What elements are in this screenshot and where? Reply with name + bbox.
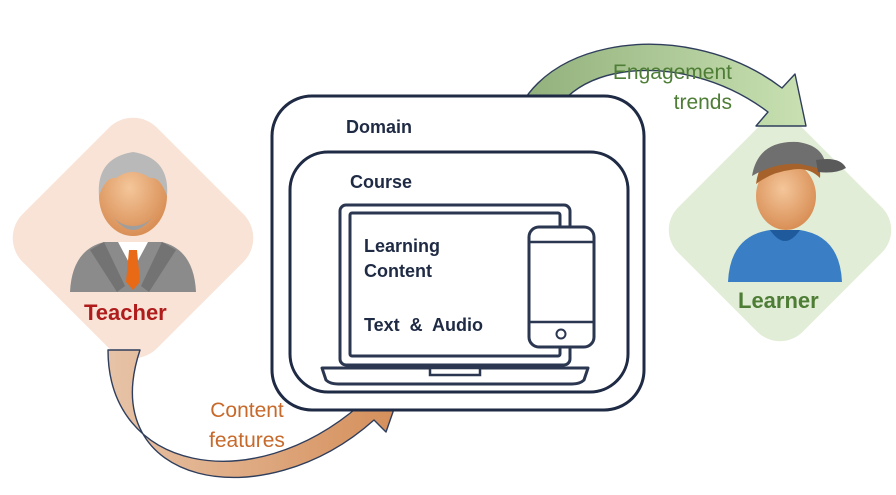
engagement-trends-line2: trends <box>673 91 732 114</box>
domain-label: Domain <box>346 117 413 137</box>
course-label: Course <box>350 172 413 192</box>
learning-content-label-line1: Learning <box>364 236 441 256</box>
content-features-line2: features <box>209 429 285 452</box>
content-features-label: Content features <box>192 396 302 456</box>
media-type-label: Text & Audio <box>364 315 483 335</box>
smartphone-icon <box>527 225 596 349</box>
teacher-avatar-icon <box>70 152 196 292</box>
engagement-trends-label: Engagement trends <box>570 58 732 118</box>
learner-avatar-icon <box>728 141 846 282</box>
engagement-trends-line1: Engagement <box>612 61 732 84</box>
laptop-icon <box>320 203 590 386</box>
teacher-node <box>12 117 254 359</box>
learner-label: Learner <box>738 288 819 313</box>
engagement-trends-arrow <box>509 43 807 151</box>
content-features-line1: Content <box>210 399 284 422</box>
learning-content-label-line2: Content <box>364 261 432 281</box>
content-features-arrow <box>107 349 403 479</box>
teacher-label: Teacher <box>84 300 167 325</box>
